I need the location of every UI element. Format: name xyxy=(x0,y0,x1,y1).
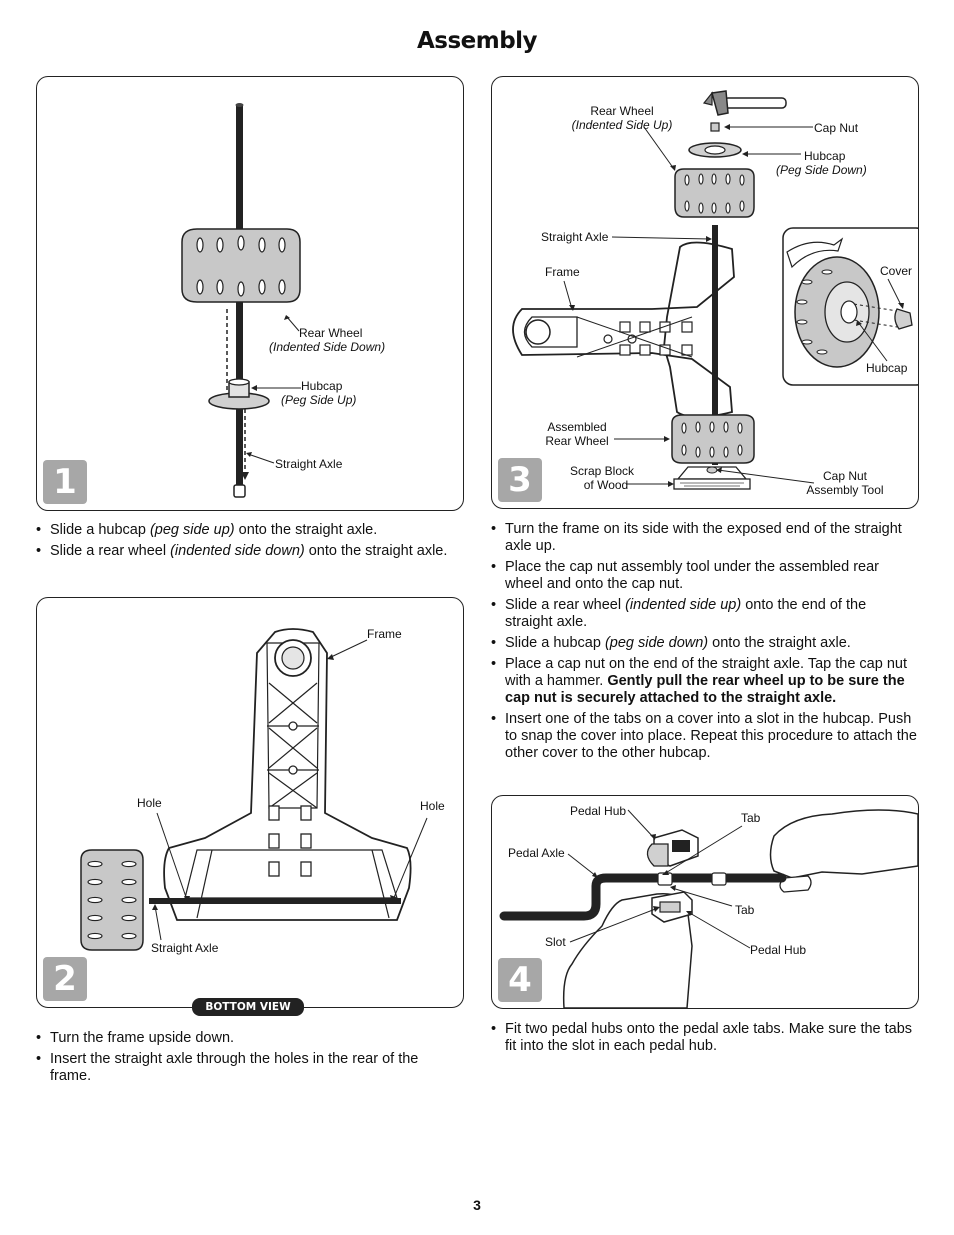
label-scrap-block: Scrap Block of Wood xyxy=(569,464,635,492)
instruction-item: Turn the frame upside down. xyxy=(36,1030,456,1047)
label-tab-bottom: Tab xyxy=(735,903,755,917)
label-cap-nut: Cap Nut xyxy=(814,121,859,135)
label-hubcap: Hubcap (Peg Side Down) xyxy=(776,149,867,177)
label-hole-right: Hole xyxy=(420,799,445,813)
step-2-illustration xyxy=(80,628,428,951)
label-frame: Frame xyxy=(545,265,580,279)
label-inset-hubcap: Hubcap xyxy=(866,361,908,375)
step-1-panel: Rear Wheel (Indented Side Down) Hubcap (… xyxy=(36,76,464,511)
step-1-instructions: Slide a hubcap (peg side up) onto the st… xyxy=(36,522,456,564)
page-title: Assembly xyxy=(416,28,538,54)
instruction-item: Insert the straight axle through the hol… xyxy=(36,1051,456,1085)
label-slot: Slot xyxy=(545,935,566,949)
label-pedal-hub-bottom: Pedal Hub xyxy=(750,943,807,957)
instruction-item: Slide a hubcap (peg side up) onto the st… xyxy=(36,522,456,539)
instruction-item: Slide a hubcap (peg side down) onto the … xyxy=(491,635,917,652)
step-3-instructions: Turn the frame on its side with the expo… xyxy=(491,521,917,766)
bottom-view-badge: BOTTOM VIEW xyxy=(192,998,304,1016)
label-frame: Frame xyxy=(367,627,402,641)
instruction-item: Place a cap nut on the end of the straig… xyxy=(491,656,917,707)
instruction-item: Place the cap nut assembly tool under th… xyxy=(491,559,917,593)
label-straight-axle: Straight Axle xyxy=(151,941,219,955)
step-4-instructions: Fit two pedal hubs onto the pedal axle t… xyxy=(491,1021,917,1059)
step-number: 2 xyxy=(43,957,87,1001)
step-number: 1 xyxy=(43,460,87,504)
label-cover: Cover xyxy=(880,264,913,278)
label-rear-wheel: Rear Wheel (Indented Side Up) xyxy=(571,104,673,132)
instruction-item: Turn the frame on its side with the expo… xyxy=(491,521,917,555)
step-2-panel: Frame Hole Hole Straight Axle 2 xyxy=(36,597,464,1008)
label-pedal-axle: Pedal Axle xyxy=(508,846,565,860)
label-tab-top: Tab xyxy=(741,811,761,825)
step-number: 3 xyxy=(498,458,542,502)
label-straight-axle: Straight Axle xyxy=(541,230,609,244)
instruction-item: Slide a rear wheel (indented side up) on… xyxy=(491,597,917,631)
label-cap-nut-tool: Cap Nut Assembly Tool xyxy=(806,469,884,497)
step-3-illustration xyxy=(512,90,918,490)
label-assembled-rear-wheel: Assembled Rear Wheel xyxy=(545,420,609,448)
page-number: 3 xyxy=(473,1197,481,1213)
instruction-item: Slide a rear wheel (indented side down) … xyxy=(36,543,456,560)
instruction-item: Insert one of the tabs on a cover into a… xyxy=(491,711,917,762)
instruction-item: Fit two pedal hubs onto the pedal axle t… xyxy=(491,1021,917,1055)
step-2-instructions: Turn the frame upside down. Insert the s… xyxy=(36,1030,456,1089)
label-hole-left: Hole xyxy=(137,796,162,810)
label-pedal-hub-top: Pedal Hub xyxy=(570,804,627,818)
step-4-illustration xyxy=(499,809,918,1008)
step-1-illustration xyxy=(181,103,301,498)
step-3-panel: Rear Wheel (Indented Side Up) Cap Nut Hu… xyxy=(491,76,919,509)
step-number: 4 xyxy=(498,958,542,1002)
label-straight-axle: Straight Axle xyxy=(275,457,343,471)
label-rear-wheel: Rear Wheel (Indented Side Down) xyxy=(269,326,386,354)
label-hubcap: Hubcap (Peg Side Up) xyxy=(281,379,357,407)
step-4-panel: Pedal Hub Tab Pedal Axle Tab Slot Pedal … xyxy=(491,795,919,1009)
